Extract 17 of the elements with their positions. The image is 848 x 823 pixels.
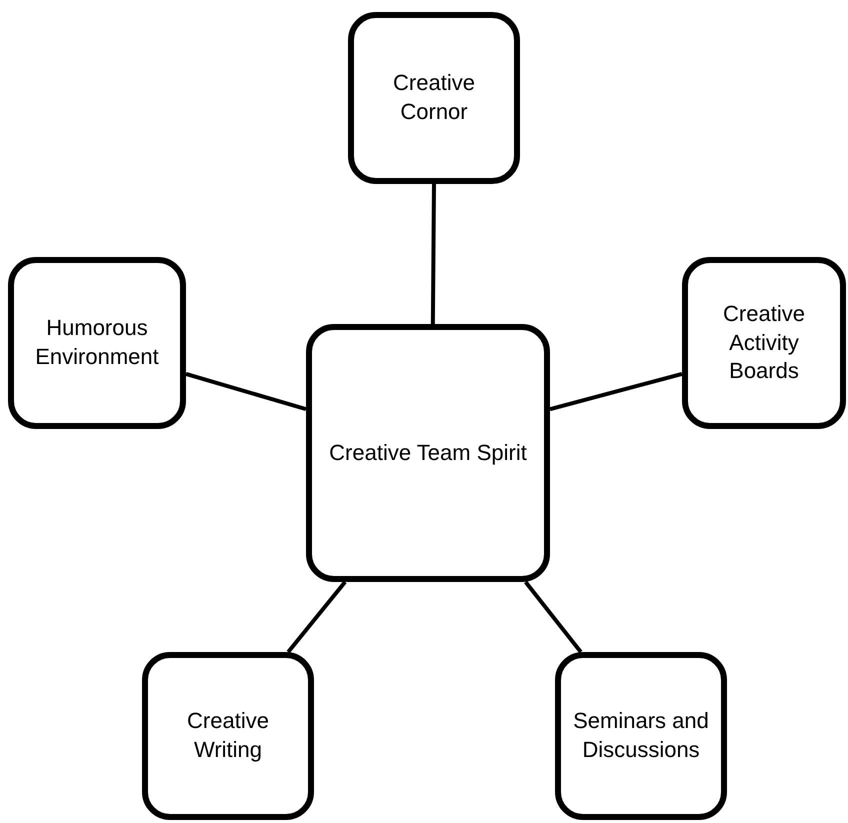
rounded-box [142,652,314,820]
connector-line [549,372,683,412]
connector-line [430,184,436,324]
rounded-box [555,652,727,820]
rounded-box [8,257,186,429]
connector-line [524,580,582,654]
node-label: Creative Writing [186,707,270,764]
connector-line [286,580,347,654]
connector-line [185,372,307,412]
node-label: Creative Team Spirit [329,438,527,467]
node-label: Humorous Environment [34,314,160,371]
rounded-box [306,324,550,582]
node-label: Seminars and Discussions [572,707,710,764]
node-label: Creative Cornor [392,69,476,126]
node-label: Creative Activity Boards [722,300,806,386]
rounded-box [682,257,846,429]
rounded-box [348,12,520,184]
